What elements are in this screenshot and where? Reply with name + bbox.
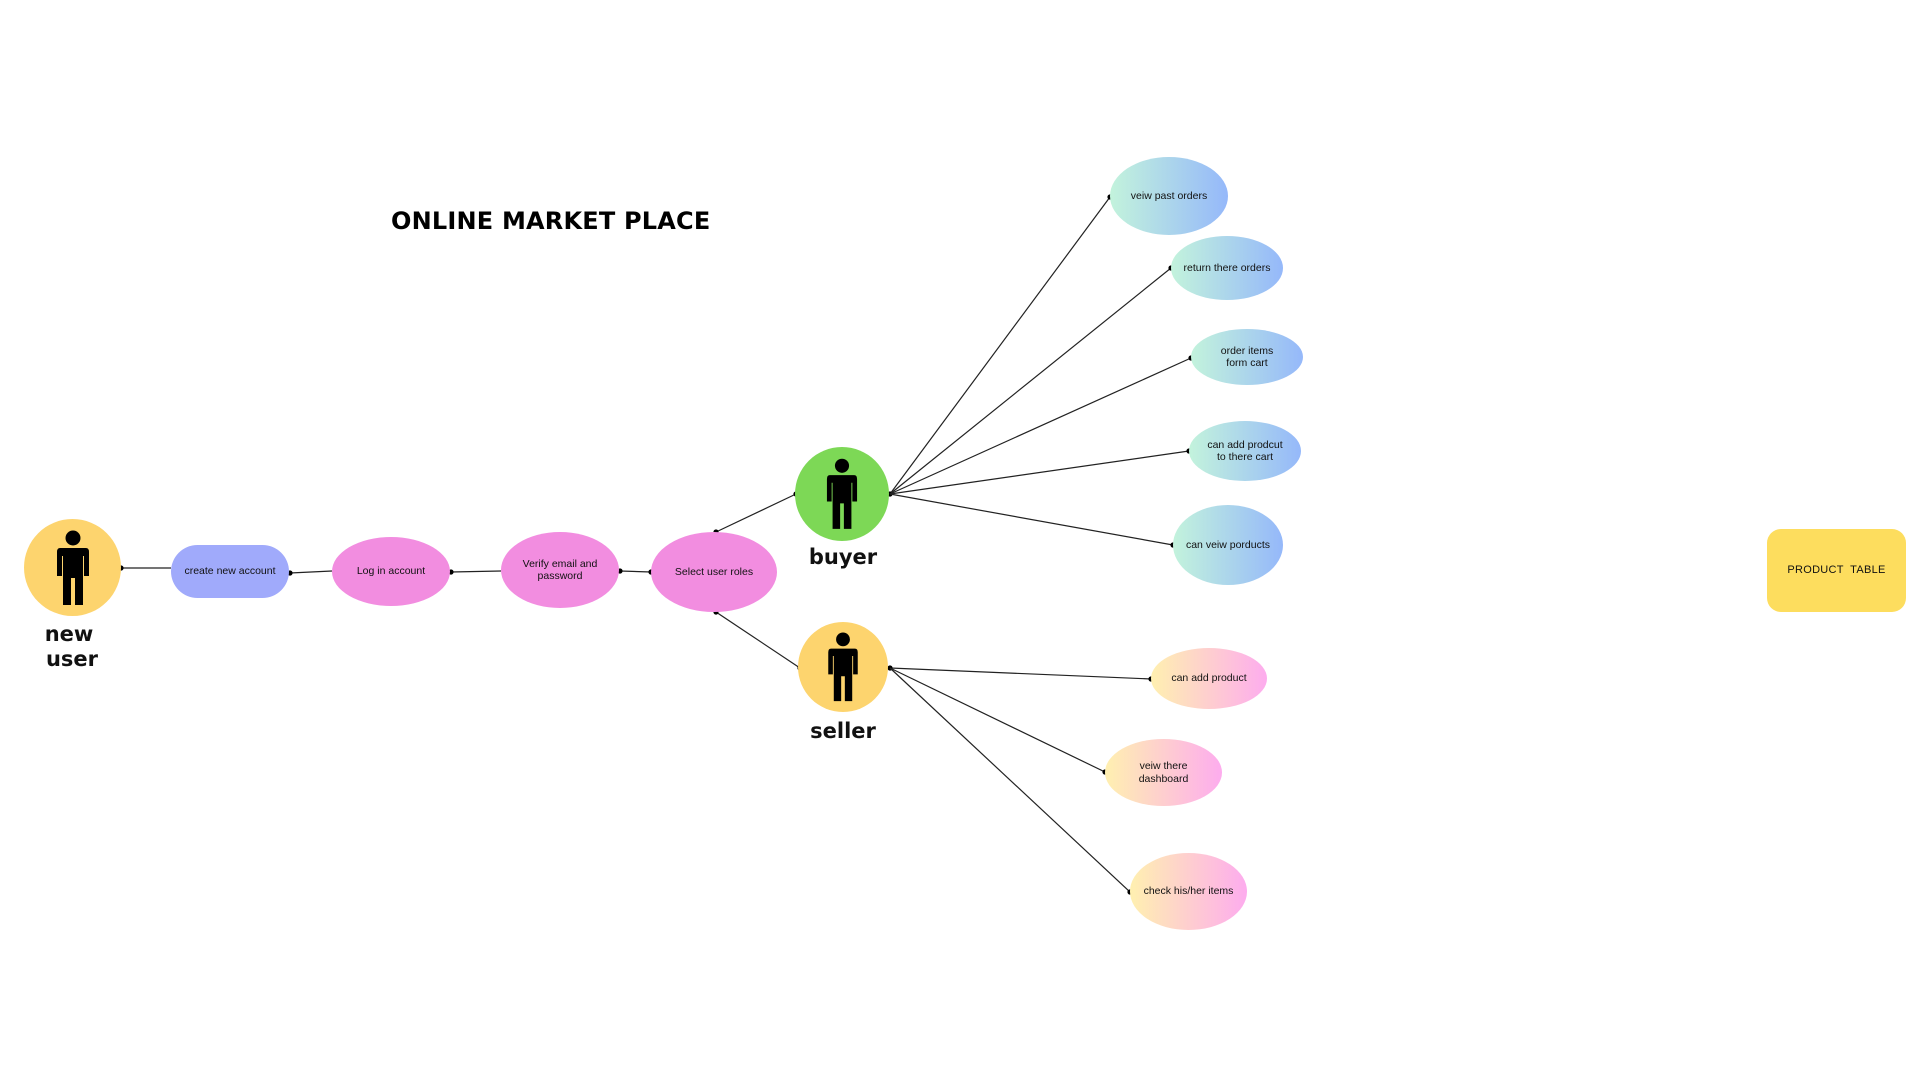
buyer-action-add-cart[interactable]: can add prodcut to there cart bbox=[1189, 421, 1301, 481]
actor-new-user bbox=[24, 519, 121, 616]
person-icon bbox=[56, 530, 89, 605]
buyer-action-past-orders[interactable]: veiw past orders bbox=[1110, 157, 1228, 235]
edge-buyer-past-orders bbox=[887, 194, 1113, 497]
seller-action-items[interactable]: check his/her items bbox=[1130, 853, 1247, 930]
edge-seller-items bbox=[889, 667, 1133, 895]
person-icon bbox=[828, 632, 858, 702]
edge-buyer-add-cart bbox=[889, 448, 1192, 495]
edge-verify-to-login bbox=[448, 569, 502, 575]
diagram-title: ONLINE MARKET PLACE bbox=[391, 207, 711, 235]
person-icon bbox=[826, 458, 858, 529]
seller-action-add-product[interactable]: can add product bbox=[1151, 648, 1267, 709]
edge-login-to-create bbox=[287, 570, 333, 576]
edge-seller-dashboard bbox=[889, 667, 1108, 775]
buyer-action-return-orders[interactable]: return there orders bbox=[1171, 236, 1283, 300]
edge-buyer-view-products bbox=[889, 493, 1176, 548]
actor-seller bbox=[798, 622, 888, 712]
edge-buyer-return-orders bbox=[889, 265, 1174, 495]
edge-select-to-verify bbox=[617, 568, 654, 575]
buyer-action-view-products[interactable]: can veiw porducts bbox=[1173, 505, 1283, 585]
edge-buyer-order-cart bbox=[889, 355, 1194, 495]
actor-buyer bbox=[795, 447, 889, 541]
new-user-label-line2: user bbox=[45, 647, 99, 672]
verify-node[interactable]: Verify email and password bbox=[501, 532, 619, 608]
seller-action-dashboard[interactable]: veiw there dashboard bbox=[1105, 739, 1222, 806]
select-role-node[interactable]: Select user roles bbox=[651, 532, 777, 612]
create-account-node[interactable]: create new account bbox=[171, 545, 289, 598]
log-in-node[interactable]: Log in account bbox=[332, 537, 450, 606]
edge-select-to-seller bbox=[713, 609, 803, 671]
new-user-label-line1: new bbox=[44, 622, 94, 646]
new-user-label: new user bbox=[36, 622, 102, 672]
product-table-node[interactable]: PRODUCT TABLE bbox=[1767, 529, 1906, 612]
edge-seller-add-product bbox=[887, 665, 1154, 682]
buyer-action-order-cart[interactable]: order items form cart bbox=[1191, 329, 1303, 385]
seller-label: seller bbox=[810, 719, 876, 743]
buyer-label: buyer bbox=[808, 545, 878, 569]
edge-select-to-buyer bbox=[713, 491, 799, 535]
